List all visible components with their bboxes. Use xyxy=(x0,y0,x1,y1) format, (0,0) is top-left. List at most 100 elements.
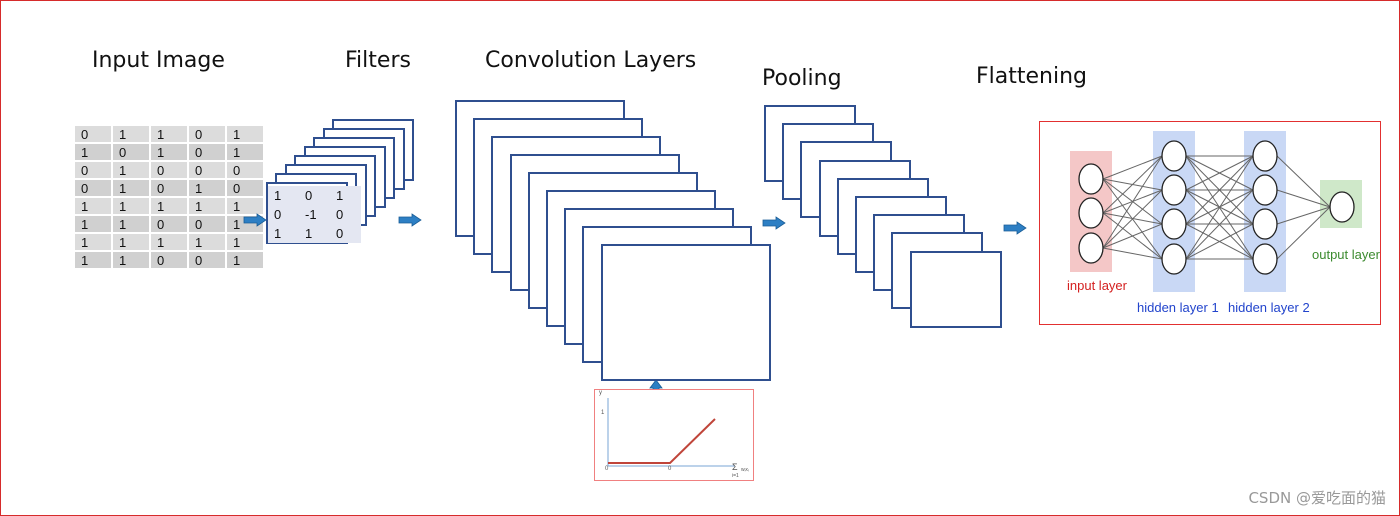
matrix-cell: 1 xyxy=(113,162,149,178)
connection xyxy=(1276,206,1331,260)
matrix-cell: 1 xyxy=(113,126,149,142)
matrix-cell: 0 xyxy=(189,252,225,268)
neuron xyxy=(1078,197,1104,229)
neuron xyxy=(1329,191,1355,223)
neuron xyxy=(1252,174,1278,206)
arrow-icon xyxy=(1003,221,1027,235)
relu-activation-graph: y 1 0 0 Σ wᵢxᵢ i=1 xyxy=(594,389,754,481)
matrix-cell: 1 xyxy=(75,216,111,232)
connection xyxy=(1102,155,1163,180)
matrix-cell: 1 xyxy=(151,144,187,160)
input-layer-label: input layer xyxy=(1067,278,1127,293)
matrix-cell: 0 xyxy=(151,216,187,232)
arrow-icon xyxy=(398,213,422,227)
matrix-cell: 1 xyxy=(189,180,225,196)
connection xyxy=(1185,189,1254,260)
matrix-cell: 0 xyxy=(189,126,225,142)
filter-cell: 0 xyxy=(330,224,361,243)
filter-cell: 0 xyxy=(268,205,299,224)
matrix-cell: 1 xyxy=(151,126,187,142)
matrix-cell: 1 xyxy=(227,126,263,142)
matrix-cell: 1 xyxy=(113,180,149,196)
hidden-layer-1-label: hidden layer 1 xyxy=(1137,300,1219,315)
relu-sum-term: wᵢxᵢ xyxy=(741,467,749,473)
matrix-cell: 1 xyxy=(75,234,111,250)
hidden-layer-2-label: hidden layer 2 xyxy=(1228,300,1310,315)
connection xyxy=(1185,223,1254,260)
matrix-cell: 1 xyxy=(113,234,149,250)
relu-sum-symbol: Σ xyxy=(732,462,738,472)
title-pooling: Pooling xyxy=(762,66,842,91)
matrix-cell: 0 xyxy=(75,162,111,178)
matrix-cell: 1 xyxy=(227,198,263,214)
filter-cell: 0 xyxy=(299,186,330,205)
matrix-cell: 1 xyxy=(189,198,225,214)
relu-tick-x0: 0 xyxy=(605,466,609,472)
title-filters: Filters xyxy=(345,48,411,73)
neuron xyxy=(1078,232,1104,264)
title-input-image: Input Image xyxy=(92,48,225,73)
relu-tick-x1: 0 xyxy=(668,466,672,472)
neuron xyxy=(1161,140,1187,172)
filter-cell: -1 xyxy=(299,205,330,224)
neuron xyxy=(1078,163,1104,195)
matrix-cell: 1 xyxy=(113,216,149,232)
watermark: CSDN @爱吃面的猫 xyxy=(1248,489,1386,507)
matrix-cell: 0 xyxy=(189,144,225,160)
connection xyxy=(1276,206,1331,225)
matrix-cell: 1 xyxy=(113,252,149,268)
convolution-layer xyxy=(600,244,771,381)
matrix-cell: 1 xyxy=(227,234,263,250)
filter-cell: 1 xyxy=(268,186,299,205)
fully-connected-network: input layer hidden layer 1 hidden layer … xyxy=(1039,121,1381,325)
matrix-cell: 1 xyxy=(189,234,225,250)
title-convolution-layers: Convolution Layers xyxy=(485,48,697,73)
matrix-cell: 1 xyxy=(151,198,187,214)
output-layer-label: output layer xyxy=(1312,247,1380,262)
filter-cell: 1 xyxy=(330,186,361,205)
arrow-icon xyxy=(762,216,786,230)
matrix-cell: 0 xyxy=(75,180,111,196)
matrix-cell: 0 xyxy=(75,126,111,142)
connection xyxy=(1102,155,1163,214)
connection xyxy=(1102,189,1163,249)
neuron xyxy=(1252,243,1278,275)
matrix-cell: 0 xyxy=(189,216,225,232)
matrix-cell: 0 xyxy=(151,180,187,196)
connection xyxy=(1276,155,1331,208)
arrow-icon xyxy=(243,213,267,227)
connection xyxy=(1102,247,1163,260)
pooling-layer xyxy=(909,250,1002,328)
connection xyxy=(1185,155,1254,260)
matrix-cell: 1 xyxy=(75,198,111,214)
matrix-cell: 1 xyxy=(75,252,111,268)
matrix-cell: 1 xyxy=(75,144,111,160)
connection xyxy=(1185,155,1254,191)
title-flattening: Flattening xyxy=(976,64,1087,89)
connection xyxy=(1102,155,1163,249)
filter-cell: 1 xyxy=(299,224,330,243)
matrix-cell: 0 xyxy=(151,252,187,268)
neuron xyxy=(1161,243,1187,275)
matrix-cell: 1 xyxy=(151,234,187,250)
connection xyxy=(1185,155,1254,225)
matrix-cell: 0 xyxy=(227,180,263,196)
neuron xyxy=(1161,208,1187,240)
neuron xyxy=(1161,174,1187,206)
relu-line xyxy=(608,418,716,464)
neuron xyxy=(1252,140,1278,172)
neuron xyxy=(1252,208,1278,240)
connection xyxy=(1102,223,1163,249)
matrix-cell: 0 xyxy=(189,162,225,178)
matrix-cell: 1 xyxy=(227,144,263,160)
